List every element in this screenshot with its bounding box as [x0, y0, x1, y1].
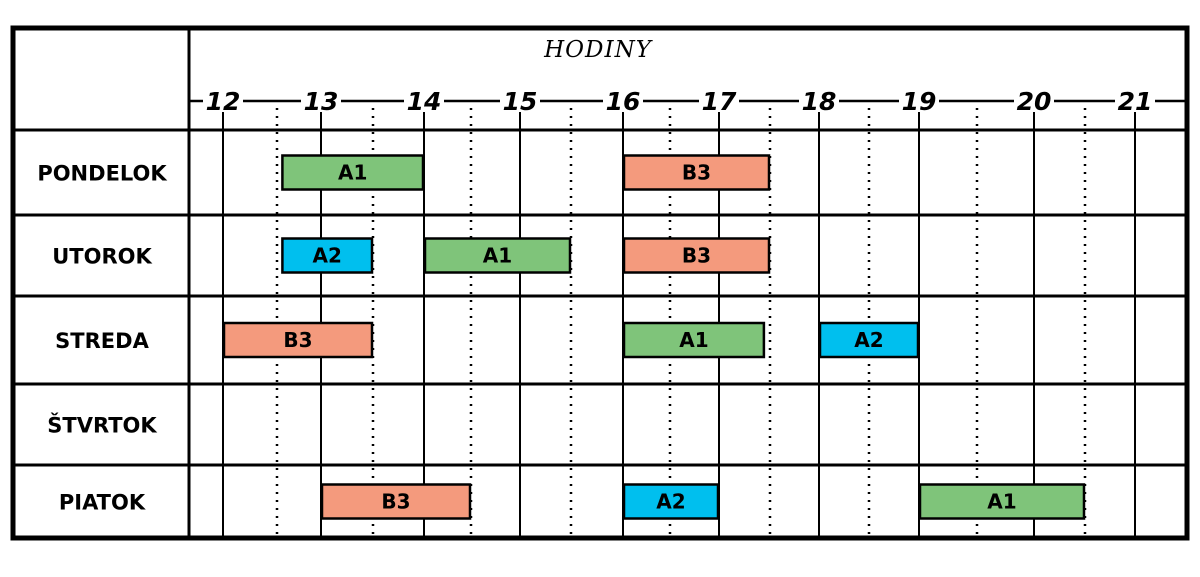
day-label: PONDELOK: [37, 162, 167, 186]
class-block: [281, 237, 374, 274]
hour-label: 21: [1118, 87, 1153, 116]
hour-label: 13: [304, 87, 339, 116]
class-block-label: A1: [483, 244, 512, 268]
class-block-label: A1: [338, 161, 367, 185]
hour-label: 12: [206, 87, 241, 116]
class-block: [222, 321, 374, 359]
hour-label: 20: [1017, 87, 1052, 116]
class-block: [423, 237, 572, 274]
hour-label: 18: [802, 87, 837, 116]
class-block: [918, 483, 1086, 520]
day-label: UTOROK: [52, 245, 152, 269]
class-block: [622, 237, 771, 274]
class-block: [320, 483, 472, 520]
class-block-label: A2: [656, 490, 685, 514]
hour-label: 17: [702, 87, 737, 116]
class-block-label: B3: [283, 328, 312, 352]
class-block: [818, 321, 920, 359]
schedule-frame: [10, 25, 1190, 541]
hour-label: 15: [503, 87, 538, 116]
class-block: [622, 483, 720, 520]
class-block: [622, 154, 771, 191]
class-block-label: A1: [679, 328, 708, 352]
class-block-label: B3: [682, 244, 711, 268]
hour-label: 14: [407, 87, 442, 116]
day-label: PIATOK: [59, 491, 146, 515]
hour-label: 19: [902, 87, 937, 116]
class-block-label: A2: [312, 244, 341, 268]
day-label: ŠTVRTOK: [47, 413, 157, 438]
class-block-label: A1: [987, 490, 1016, 514]
class-block-label: A2: [854, 328, 883, 352]
class-block-label: B3: [682, 161, 711, 185]
class-block: [281, 154, 425, 191]
hour-label: 16: [606, 87, 641, 116]
class-block: [622, 321, 766, 359]
day-label: STREDA: [55, 329, 149, 353]
class-block-label: B3: [381, 490, 410, 514]
schedule-title: HODINY: [543, 37, 654, 63]
